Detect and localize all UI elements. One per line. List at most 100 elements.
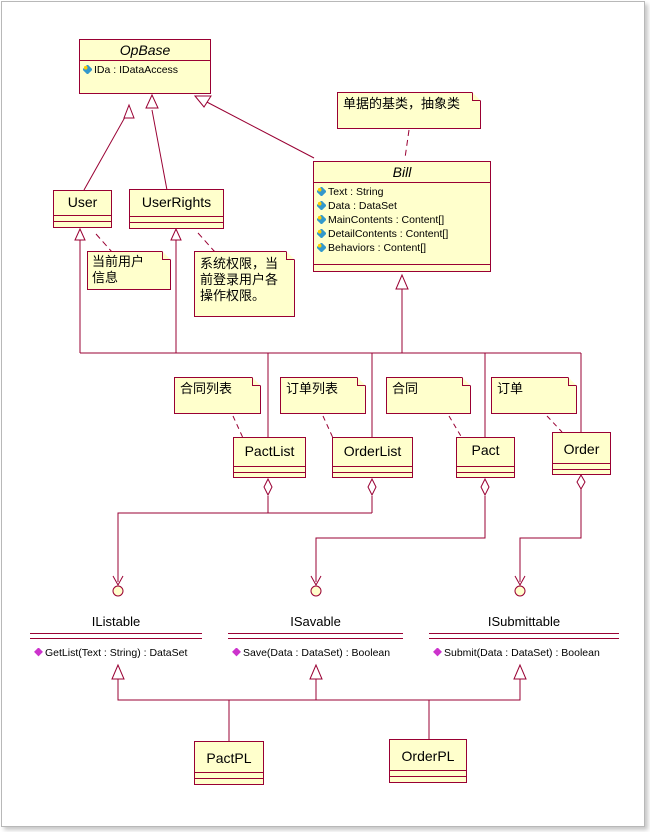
rights-note-anchor — [197, 232, 216, 253]
isavable-lollipop — [310, 585, 322, 597]
order-note-anchor — [546, 415, 563, 433]
ilistable-divider — [30, 638, 202, 639]
bill-attr-detailcontents: DetailContents : Content[] — [317, 227, 487, 241]
bill-class[interactable]: Bill Text : String Data : DataSet MainCo… — [313, 161, 491, 272]
opbase-attributes: IDa : IDataAccess — [80, 60, 210, 79]
pactpl-attributes-compartment — [195, 772, 263, 773]
order-operations-compartment — [553, 469, 610, 470]
pact-note-anchor — [448, 415, 463, 439]
opbase-class[interactable]: OpBase IDa : IDataAccess — [79, 39, 211, 94]
userrights-to-opbase-line — [151, 109, 168, 191]
user-note-text: 当前用户信息 — [92, 254, 145, 285]
pactlist-attributes-compartment — [234, 466, 305, 467]
isubmittable-interface[interactable]: ISubmittable Submit(Data : DataSet) : Bo… — [429, 613, 619, 659]
pactpl-class[interactable]: PactPL — [194, 741, 264, 785]
user-note: 当前用户信息 — [87, 251, 171, 290]
orderlist-note: 订单列表 — [280, 377, 366, 414]
user-to-opbase-line — [83, 109, 130, 191]
pactlist-class[interactable]: PactList — [233, 437, 306, 478]
pactpl-class-name: PactPL — [206, 750, 252, 766]
isavable-interface[interactable]: ISavable Save(Data : DataSet) : Boolean — [228, 613, 403, 659]
pact-note: 合同 — [386, 377, 471, 414]
ilistable-interface-name: IListable — [91, 614, 141, 629]
pact-attributes-compartment — [457, 466, 514, 467]
operation-icon — [232, 648, 241, 657]
orderpl-operations-compartment — [390, 776, 466, 777]
isavable-divider — [228, 638, 403, 639]
ilistable-interface[interactable]: IListable GetList(Text : String) : DataS… — [30, 613, 202, 659]
bill-attr-data: Data : DataSet — [317, 199, 487, 213]
order-class-name: Order — [563, 441, 600, 457]
pactlist-class-name: PactList — [244, 443, 295, 459]
userrights-class[interactable]: UserRights — [129, 189, 224, 229]
pact-class[interactable]: Pact — [456, 437, 515, 478]
pactlist-to-ilistable-line — [117, 496, 269, 582]
ilistable-divider — [30, 633, 202, 634]
bill-generalization-head — [193, 95, 212, 108]
attribute-icon — [317, 243, 326, 252]
orderlist-operations-compartment — [333, 472, 412, 473]
pactlist-note-text: 合同列表 — [180, 381, 233, 396]
pact-operations-compartment — [457, 472, 514, 473]
bill-attributes: Text : String Data : DataSet MainContent… — [314, 182, 490, 257]
bill-operations-compartment — [314, 264, 490, 265]
isavable-interface-name: ISavable — [290, 614, 341, 629]
attribute-icon — [317, 215, 326, 224]
attribute-icon — [317, 229, 326, 238]
user-note-anchor — [95, 233, 113, 253]
bill-note: 单据的基类，抽象类 — [337, 92, 481, 129]
bill-attr-behaviors: Behaviors : Content[] — [317, 241, 487, 255]
rights-note-text: 系统权限，当前登录用户各操作权限。 — [200, 256, 279, 303]
pactpl-operations-compartment — [195, 778, 263, 779]
user-arrow-head — [74, 227, 86, 241]
pactlist-diamond — [263, 477, 273, 497]
isubmittable-link-tip — [514, 575, 526, 587]
bill-to-opbase-line — [202, 99, 315, 159]
user-generalization-head — [123, 103, 135, 119]
order-note-text: 订单 — [497, 381, 524, 396]
isubmittable-op-submit: Submit(Data : DataSet) : Boolean — [429, 647, 619, 659]
key-icon — [83, 65, 92, 74]
user-operations-compartment — [54, 221, 111, 222]
isavable-op-text: Save(Data : DataSet) : Boolean — [243, 647, 391, 659]
user-class[interactable]: User — [53, 190, 112, 228]
pl-bus-line — [117, 679, 521, 701]
pact-diamond — [480, 477, 490, 497]
orderlist-class-name: OrderList — [343, 443, 402, 459]
userrights-class-name: UserRights — [141, 194, 212, 210]
orderpl-class-name: OrderPL — [401, 748, 455, 764]
bill-note-anchor — [404, 129, 410, 159]
operation-icon — [34, 648, 43, 657]
ilistable-realization-head — [111, 663, 125, 680]
isavable-link-tip — [310, 575, 322, 587]
orderlist-note-text: 订单列表 — [286, 381, 339, 396]
userrights-operations-compartment — [130, 222, 223, 223]
opbase-attr-ida-text: IDa : IDataAccess — [94, 64, 179, 76]
pact-note-text: 合同 — [392, 381, 419, 396]
rights-arrow-head — [170, 227, 182, 241]
operation-icon — [433, 648, 442, 657]
order-note: 订单 — [491, 377, 577, 414]
pact-class-name: Pact — [471, 442, 500, 458]
order-class[interactable]: Order — [552, 432, 611, 475]
orderlist-note-anchor — [322, 415, 334, 439]
pactlist-note: 合同列表 — [174, 377, 261, 414]
isavable-divider — [228, 633, 403, 634]
ilistable-op-getlist: GetList(Text : String) : DataSet — [30, 647, 202, 659]
bill-attr-maincontents: MainContents : Content[] — [317, 213, 487, 227]
orderlist-diamond — [367, 477, 377, 497]
orderlist-class[interactable]: OrderList — [332, 437, 413, 478]
rights-generalization-head — [145, 93, 159, 109]
order-attributes-compartment — [553, 463, 610, 464]
user-class-name: User — [67, 194, 98, 210]
rights-note: 系统权限，当前登录用户各操作权限。 — [194, 251, 295, 317]
isubmittable-op-text: Submit(Data : DataSet) : Boolean — [444, 647, 600, 659]
pactlist-note-anchor — [232, 415, 244, 439]
isubmittable-divider — [429, 638, 619, 639]
isavable-op-save: Save(Data : DataSet) : Boolean — [228, 647, 403, 659]
userrights-attributes-compartment — [130, 216, 223, 217]
orderpl-class[interactable]: OrderPL — [389, 739, 467, 783]
